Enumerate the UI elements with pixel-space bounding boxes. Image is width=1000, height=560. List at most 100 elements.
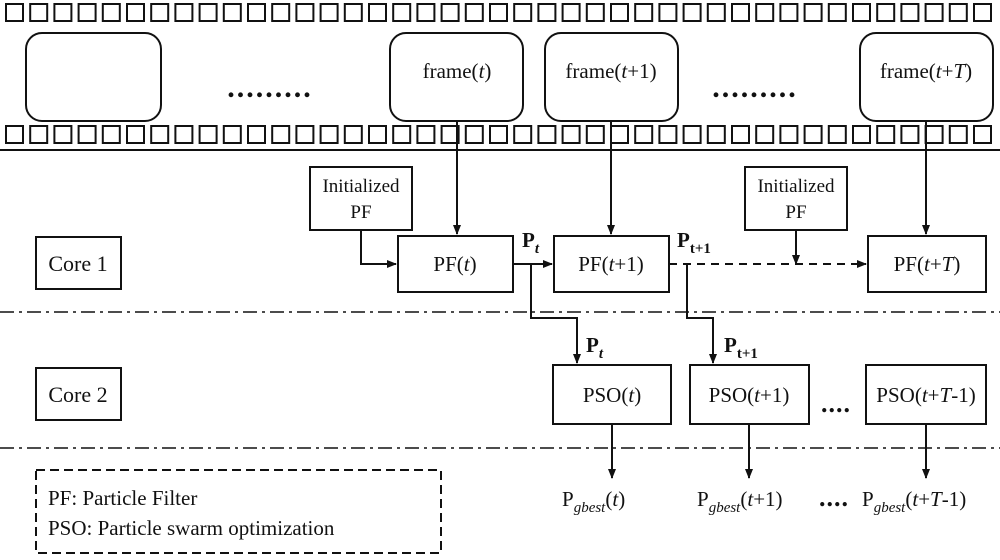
film-sprocket-hole — [174, 125, 194, 144]
film-sprocket-hole — [779, 125, 799, 144]
film-sprocket-hole — [585, 125, 605, 144]
core2-box — [35, 367, 122, 421]
film-sprocket-hole — [924, 3, 944, 22]
pso-box-t1 — [689, 364, 810, 425]
film-sprocket-hole — [319, 3, 339, 22]
film-sprocket-hole — [464, 3, 484, 22]
film-sprocket-hole — [658, 125, 678, 144]
arrow-pf-t1-to-pso-t1 — [686, 264, 717, 364]
film-sprocket-hole — [5, 3, 24, 22]
film-sprocket-hole — [271, 125, 291, 144]
film-sprocket-hole — [29, 125, 49, 144]
arrow-init-to-pf-t — [360, 230, 397, 268]
label-pt-core2: Pt — [586, 333, 604, 362]
pso-box-t1-label: PSO(t+1) — [709, 383, 790, 407]
film-ellipsis-2: ......... — [712, 71, 798, 104]
film-sprocket-hole — [610, 125, 629, 144]
pf-box-t — [397, 235, 514, 293]
pf-box-t1-label: PF(t+1) — [578, 252, 644, 276]
film-sprocket-hole — [126, 3, 145, 22]
film-sprocket-hole — [368, 125, 387, 144]
gbest-t: Pgbest(t) — [562, 487, 625, 516]
film-sprocket-hole — [222, 125, 242, 144]
film-sprockets-top — [5, 3, 992, 22]
gbest-ellipsis: .... — [819, 483, 849, 512]
init-pf-2-line2: PF — [785, 202, 806, 223]
film-sprocket-hole — [537, 3, 557, 22]
film-sprocket-hole — [77, 3, 97, 22]
film-sprocket-hole — [101, 125, 121, 144]
film-sprocket-hole — [150, 125, 170, 144]
film-sprocket-hole — [827, 3, 847, 22]
film-ellipsis-1: ......... — [227, 71, 313, 104]
film-sprocket-hole — [682, 125, 702, 144]
core1-box — [35, 236, 122, 290]
core2-label: Core 2 — [48, 382, 107, 407]
film-sprocket-hole — [368, 3, 387, 22]
film-sprocket-hole — [247, 125, 266, 144]
film-sprocket-hole — [585, 3, 605, 22]
pso-box-tT1-label: PSO(t+T-1) — [876, 383, 975, 407]
film-sprocket-hole — [706, 125, 726, 144]
legend-line-pf: PF: Particle Filter — [48, 486, 197, 510]
film-sprocket-hole — [440, 125, 460, 144]
arrow-pf-t-to-pso-t — [530, 264, 581, 364]
film-sprocket-hole — [755, 3, 775, 22]
label-pt1-core1: Pt+1 — [677, 228, 711, 257]
film-sprocket-hole — [464, 125, 484, 144]
film-sprocket-hole — [295, 125, 315, 144]
film-sprocket-hole — [561, 3, 581, 22]
film-sprocket-hole — [948, 125, 968, 144]
film-sprocket-hole — [416, 3, 436, 22]
film-sprockets-bottom — [5, 125, 992, 144]
film-sprocket-hole — [706, 3, 726, 22]
film-sprocket-hole — [973, 3, 992, 22]
film-sprocket-hole — [53, 3, 73, 22]
film-sprocket-hole — [5, 125, 24, 144]
film-sprocket-hole — [222, 3, 242, 22]
film-sprocket-hole — [77, 125, 97, 144]
film-sprocket-hole — [174, 3, 194, 22]
film-frame-tT-label: frame(t+T) — [880, 59, 972, 83]
label-pt-core1: Pt — [522, 228, 540, 257]
film-sprocket-hole — [973, 125, 992, 144]
pf-box-t1 — [553, 235, 670, 293]
pf-box-tT — [867, 235, 987, 293]
film-sprocket-hole — [489, 3, 508, 22]
film-sprocket-hole — [416, 125, 436, 144]
legend-box — [35, 469, 442, 554]
film-sprocket-hole — [876, 3, 896, 22]
film-sprocket-hole — [319, 125, 339, 144]
film-sprocket-hole — [779, 3, 799, 22]
film-sprocket-hole — [852, 3, 871, 22]
film-sprocket-hole — [876, 125, 896, 144]
film-sprocket-hole — [126, 125, 145, 144]
film-sprocket-hole — [755, 125, 775, 144]
film-sprocket-hole — [343, 3, 363, 22]
film-sprocket-hole — [948, 3, 968, 22]
film-sprocket-hole — [852, 125, 871, 144]
film-sprocket-hole — [392, 125, 412, 144]
film-strip: ......... frame(t) frame(t+1) ......... … — [0, 3, 1000, 151]
film-sprocket-hole — [634, 125, 654, 144]
film-frame-t-label: frame(t) — [423, 59, 492, 83]
film-sprocket-hole — [343, 125, 363, 144]
film-sprocket-hole — [924, 125, 944, 144]
film-sprocket-hole — [513, 3, 533, 22]
film-sprocket-hole — [198, 3, 218, 22]
core1-label: Core 1 — [48, 251, 107, 276]
film-sprocket-hole — [731, 125, 750, 144]
film-sprocket-hole — [658, 3, 678, 22]
gbest-tT1: Pgbest(t+T-1) — [862, 487, 966, 516]
film-sprocket-hole — [731, 3, 750, 22]
film-sprocket-hole — [561, 125, 581, 144]
init-pf-box-2 — [744, 166, 848, 231]
gbest-t1: Pgbest(t+1) — [697, 487, 783, 516]
pf-box-tT-label: PF(t+T) — [894, 252, 961, 276]
film-sprocket-hole — [29, 3, 49, 22]
film-sprocket-hole — [440, 3, 460, 22]
film-sprocket-hole — [682, 3, 702, 22]
film-sprocket-hole — [537, 125, 557, 144]
film-sprocket-hole — [513, 125, 533, 144]
